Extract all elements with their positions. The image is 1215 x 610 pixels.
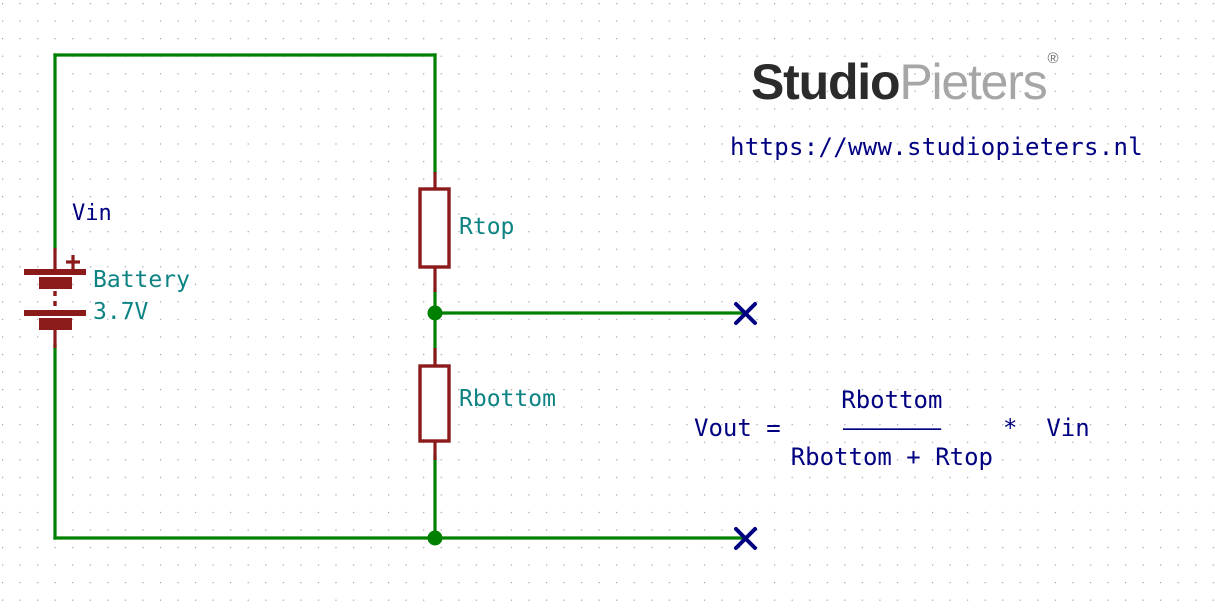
formula-fraction: Rbottom ——————— Rbottom + Rtop [791,386,993,471]
junction-dot-ground [427,530,443,546]
component-reference-rbottom: Rbottom [459,386,556,412]
rbottom-body [418,364,451,443]
component-value-battery: 3.7V [93,299,149,325]
registered-trademark-icon: ® [1047,50,1059,68]
brand-url-link[interactable]: https://www.studiopieters.nl [730,133,1143,161]
junction-dot-vout [427,305,443,321]
battery-plate-long-1 [24,269,86,275]
battery-plate-short-2 [39,318,72,330]
component-reference-rtop: Rtop [459,214,515,240]
formula-left-hand-side: Vout = [694,414,781,443]
wire-group [53,53,744,540]
formula-numerator: Rbottom [841,386,943,414]
battery-polarity-plus-icon [66,255,80,269]
terminal-vout-x-icon[interactable] [734,302,757,325]
terminal-ground-x-icon[interactable] [734,527,757,550]
formula-right-hand-side: * Vin [1003,414,1090,443]
formula-denominator: Rbottom + Rtop [790,442,993,471]
voltage-divider-formula: Vout = Rbottom ——————— Rbottom + Rtop * … [694,386,1090,471]
component-reference-battery: Battery [93,267,190,293]
brand-name-light: Pieters [899,54,1047,110]
battery-plate-long-2 [24,310,86,316]
formula-fraction-bar: ——————— [843,414,941,443]
brand-name-bold: Studio [751,54,901,110]
brand-logo: StudioPieters® [751,51,1059,110]
rtop-body [418,187,451,269]
net-label-vin: Vin [72,201,112,226]
battery-plate-short-1 [39,277,72,289]
battery-symbol [24,255,86,330]
